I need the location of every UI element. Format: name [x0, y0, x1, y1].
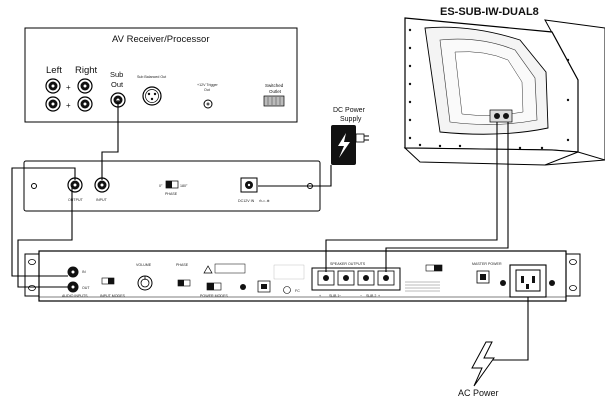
rca-right-bottom [77, 96, 93, 112]
sub2-label: SUB 2 [366, 294, 376, 298]
svg-text:+: + [378, 294, 380, 298]
audio-in-label: IN [82, 270, 86, 274]
wire-speaker-2 [385, 122, 509, 272]
sub-label: Sub [110, 70, 123, 79]
main-phase-label: PHASE [176, 263, 189, 267]
receiver-title: AV Receiver/Processor [112, 34, 210, 45]
ac-inlet [500, 264, 555, 298]
mounting-holes [408, 28, 570, 150]
wire-ac-power [488, 297, 529, 361]
wire-dc-power [258, 165, 332, 187]
dc-power-supply [331, 125, 369, 165]
input-label: INPUT [96, 198, 108, 202]
psu-label-line2: Supply [340, 116, 362, 123]
svg-text:−: − [339, 294, 341, 298]
out-label: Out [111, 80, 124, 89]
sub-balanced-out-label: Sub Balanced Out [137, 75, 166, 79]
outlet-label: Outlet [269, 89, 282, 94]
power-modes-label: POWER MODES [200, 294, 228, 298]
audio-out-jack [67, 281, 79, 293]
speaker-terminal-block [311, 267, 401, 291]
sub-terminal-connector [489, 109, 513, 123]
master-power-label: MASTER POWER [472, 262, 502, 266]
svg-text:+: + [319, 294, 321, 298]
main-phase-switch [177, 279, 191, 287]
wiring [11, 100, 529, 361]
volume-label: VOLUME [136, 263, 152, 267]
wire-speaker-1 [325, 122, 498, 272]
audio-inputs-label: AUDIO INPUTS [62, 294, 88, 298]
dc-in-jack [240, 177, 258, 193]
subwoofer-enclosure [403, 17, 605, 166]
mode-selector-switch [425, 264, 443, 272]
phase-180-label: 180° [180, 184, 188, 188]
trigger-out-label: Out [204, 88, 210, 92]
audio-in-jack [67, 266, 79, 278]
trigger-in-jack [240, 284, 246, 290]
rca-left-top [45, 78, 61, 94]
xlr-connector [142, 86, 162, 106]
output-rca-jack [67, 177, 83, 193]
ac-power-label: AC Power [458, 388, 499, 398]
right-label: Right [75, 65, 98, 76]
ac-power-plug [471, 341, 495, 387]
rack-amplifier: IN OUT AUDIO INPUTS INPUT MODES VOLUME P… [24, 250, 581, 302]
product-title: ES-SUB-IW-DUAL8 [440, 6, 539, 18]
dc-polarity-icon: ⊖-◐-⊕ [259, 199, 270, 203]
phase-label: PHASE [165, 192, 178, 196]
trigger-jack [203, 99, 213, 109]
rca-left-bottom [45, 96, 61, 112]
dc-in-label: DC12V IN [238, 199, 255, 203]
input-rca-jack [94, 177, 110, 193]
trigger-label: +12V Trigger [197, 83, 218, 87]
left-label: Left [46, 65, 62, 76]
phase-0-label: 0° [159, 184, 163, 188]
woofer-driver [424, 26, 549, 135]
rca-right-top [77, 78, 93, 94]
spec-text-block [405, 281, 440, 292]
outputs-label: SPEAKER OUTPUTS [330, 262, 366, 266]
switched-label: Switched [265, 83, 284, 88]
audio-out-label: OUT [82, 286, 90, 290]
phase-switch [165, 180, 179, 189]
sub1-label: SUB 1 [329, 294, 339, 298]
plus-label-bottom: + [66, 101, 71, 110]
output-label: OUTPUT [68, 198, 84, 202]
warning-icon [203, 265, 213, 274]
volume-knob [137, 275, 153, 291]
wire-sub-out-to-input [101, 100, 119, 180]
av-receiver: AV Receiver/Processor Left Right + + Sub… [24, 27, 298, 123]
input-mode-switch [101, 277, 115, 285]
switched-outlet [263, 95, 285, 107]
svg-text:−: − [360, 294, 362, 298]
master-power-switch [476, 270, 490, 284]
wire-audio-out-loop [17, 186, 73, 288]
svg-text:FC: FC [295, 289, 300, 293]
plus-label-top: + [66, 83, 71, 92]
psu-label-line1: DC Power [333, 107, 366, 114]
power-mode-switch [206, 282, 222, 291]
wire-output-to-audio-in [11, 167, 76, 277]
input-modes-label: INPUT MODES [100, 294, 125, 298]
